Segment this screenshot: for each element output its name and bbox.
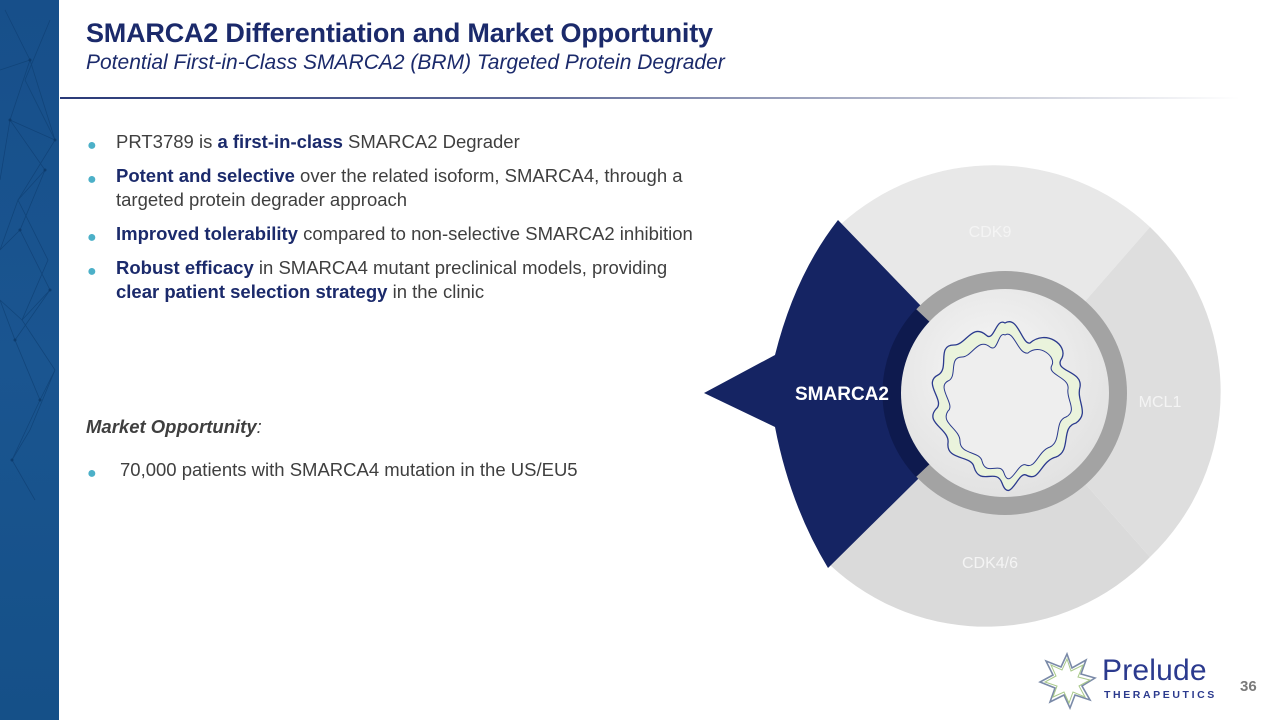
segment-label-smarca2: SMARCA2 xyxy=(795,384,889,405)
bullet-dot-icon: ● xyxy=(87,263,97,280)
bullet-text: 70,000 patients with SMARCA4 mutation in… xyxy=(120,459,578,480)
market-label-colon: : xyxy=(256,416,262,437)
bullet-text: SMARCA2 Degrader xyxy=(342,131,520,152)
bullet-emphasis: Potent and selective xyxy=(116,165,295,186)
page-number: 36 xyxy=(1240,678,1257,695)
market-opportunity-list: ● 70,000 patients with SMARCA4 mutation i… xyxy=(86,458,706,492)
bullet-efficacy: ● Robust efficacy in SMARCA4 mutant precl… xyxy=(86,256,706,304)
bullet-first-in-class: ● PRT3789 is a first-in-class SMARCA2 Deg… xyxy=(86,130,706,154)
bullet-text: compared to non-selective SMARCA2 inhibi… xyxy=(297,223,693,244)
segment-label-cdk9: CDK9 xyxy=(969,224,1012,241)
bullet-emphasis: clear patient selection strategy xyxy=(116,281,388,302)
bullet-text: in SMARCA4 mutant preclinical models, pr… xyxy=(253,257,668,278)
bullet-text: PRT3789 is xyxy=(116,131,218,152)
wheel-segment-smarca2 xyxy=(704,220,1005,568)
bullet-tolerability: ● Improved tolerability compared to non-s… xyxy=(86,222,706,246)
bullet-text: in the clinic xyxy=(387,281,485,302)
bullet-emphasis: Improved tolerability xyxy=(116,223,298,244)
logo-wordmark: Prelude xyxy=(1102,654,1207,687)
bullet-dot-icon: ● xyxy=(87,465,97,482)
segment-label-cdk4-6: CDK4/6 xyxy=(962,555,1018,572)
bullet-emphasis: Robust efficacy xyxy=(116,257,254,278)
title-divider xyxy=(60,97,1240,99)
logo-tagline: THERAPEUTICS xyxy=(1104,689,1217,701)
page-title: SMARCA2 Differentiation and Market Oppor… xyxy=(86,18,713,48)
bullet-emphasis: a first-in-class xyxy=(217,131,343,152)
target-wheel-diagram: SMARCA2 CDK9 MCL1 CDK4/6 xyxy=(700,165,1260,645)
bullet-patient-count: ● 70,000 patients with SMARCA4 mutation i… xyxy=(86,458,706,482)
bullet-dot-icon: ● xyxy=(87,229,97,246)
bullet-dot-icon: ● xyxy=(87,137,97,154)
segment-label-mcl1: MCL1 xyxy=(1139,394,1182,411)
bullet-dot-icon: ● xyxy=(87,171,97,188)
prelude-star-icon xyxy=(1038,651,1097,710)
page-subtitle: Potential First-in-Class SMARCA2 (BRM) T… xyxy=(86,51,725,74)
key-points-list: ● PRT3789 is a first-in-class SMARCA2 Deg… xyxy=(86,130,706,314)
bullet-selectivity: ● Potent and selective over the related i… xyxy=(86,164,706,212)
market-opportunity-heading: Market Opportunity: xyxy=(86,416,262,438)
market-label-text: Market Opportunity xyxy=(86,416,257,437)
company-logo: Prelude THERAPEUTICS xyxy=(1036,650,1216,710)
decorative-sidebar xyxy=(0,0,59,720)
bullet-text: over the related isoform, SMARCA4, throu… xyxy=(116,165,683,210)
network-pattern-icon xyxy=(0,9,57,501)
dna-ring-icon xyxy=(931,321,1084,492)
